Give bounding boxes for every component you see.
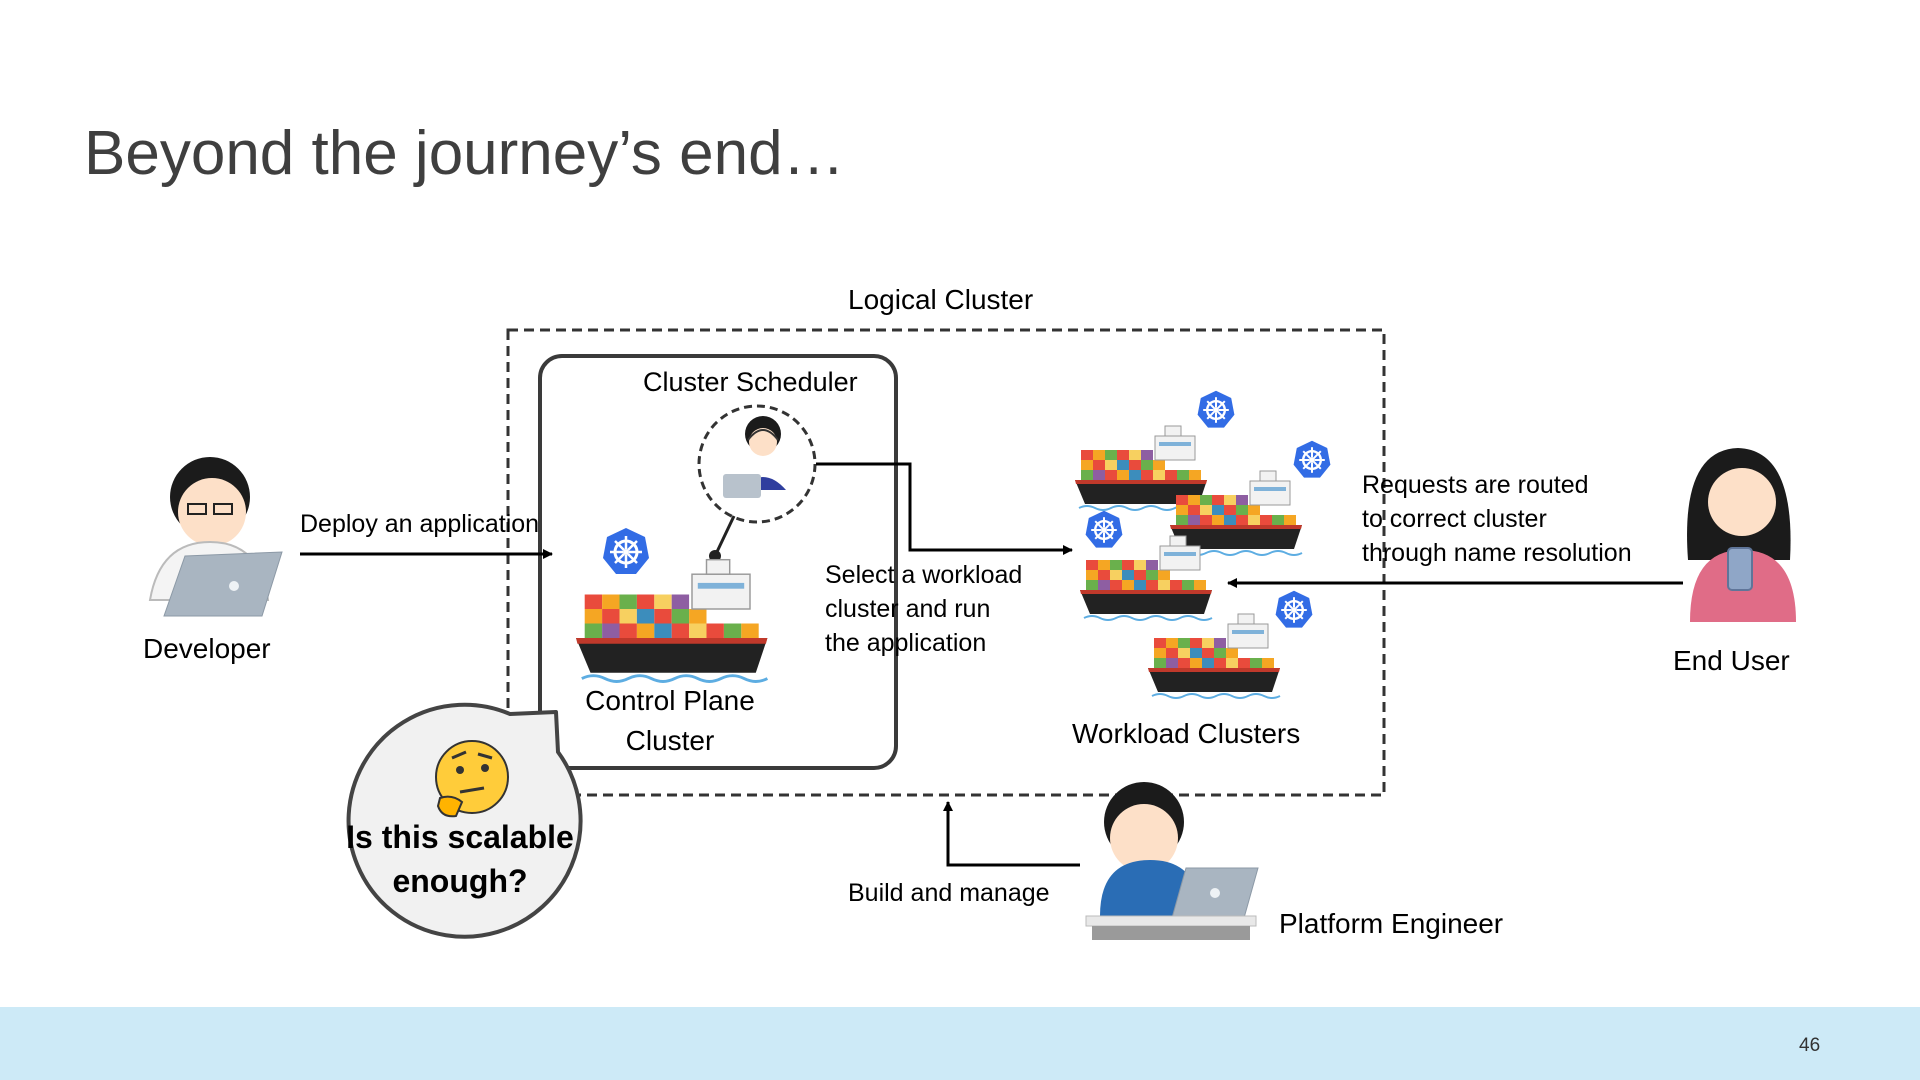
select-label-line: Select a workload (825, 561, 1023, 589)
deploy-label: Deploy an application (300, 510, 540, 538)
requests-routed-label: Requests are routed to correct cluster t… (1362, 468, 1632, 570)
slide-title: Beyond the journey’s end… (84, 119, 845, 188)
workload-ship-icon (1147, 613, 1281, 699)
control-plane-label-line1: Control Plane (585, 685, 755, 716)
build-manage-label: Build and manage (848, 879, 1050, 907)
bubble-line: enough? (392, 863, 528, 899)
select-label-line: the application (825, 629, 987, 657)
bubble-question: Is this scalable enough? (340, 815, 580, 903)
speech-bubble (346, 702, 583, 939)
developer-label: Developer (143, 633, 271, 664)
scheduler-operator-icon (723, 416, 786, 498)
kubernetes-icon (1292, 439, 1332, 479)
control-plane-label-line2: Cluster (625, 725, 715, 756)
platform-engineer-label: Platform Engineer (1279, 908, 1504, 939)
requests-label-line: through name resolution (1362, 539, 1632, 567)
workload-ship-icon (1079, 535, 1213, 621)
footer-bar (0, 1007, 1920, 1080)
end-user-label: End User (1673, 645, 1790, 676)
scheduler-to-ship-connector (713, 515, 736, 557)
select-label-line: cluster and run (825, 595, 991, 623)
control-plane-label: Control Plane Cluster (580, 685, 760, 757)
developer-icon (148, 457, 283, 617)
platform-engineer-icon (1085, 782, 1259, 940)
kubernetes-icon (1196, 389, 1236, 429)
logical-cluster-label: Logical Cluster (848, 284, 1034, 315)
page-number: 46 (1799, 1035, 1821, 1056)
workload-clusters-label: Workload Clusters (1072, 718, 1301, 749)
logical-cluster-boundary (506, 328, 1386, 797)
cluster-scheduler-label: Cluster Scheduler (643, 367, 858, 397)
thinking-face-icon (435, 740, 509, 818)
kubernetes-icon (1084, 509, 1124, 549)
requests-label-line: Requests are routed (1362, 471, 1589, 499)
bubble-line: Is this scalable (346, 819, 574, 855)
diagram (148, 328, 1796, 940)
select-workload-arrow (816, 462, 1073, 555)
kubernetes-icon (1274, 589, 1314, 629)
build-manage-arrow (943, 801, 1080, 867)
end-user-icon (1687, 448, 1796, 622)
select-workload-label: Select a workload cluster and run the ap… (825, 558, 1022, 660)
requests-label-line: to correct cluster (1362, 505, 1547, 533)
